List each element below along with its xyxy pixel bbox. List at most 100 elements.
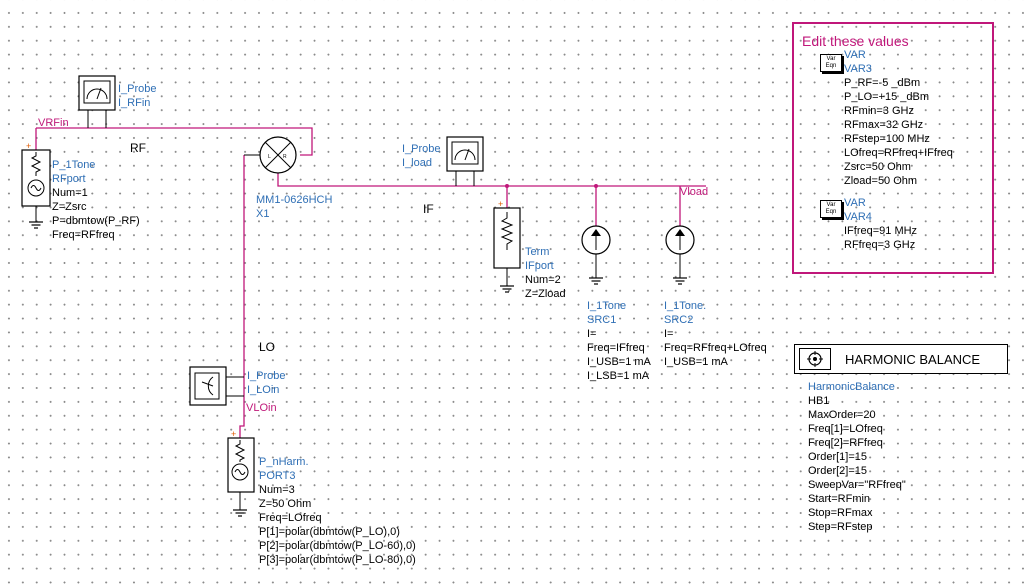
hb-param: MaxOrder=20 bbox=[808, 409, 876, 421]
src1-type: I_1Tone bbox=[587, 300, 627, 312]
term-name: IFport bbox=[525, 260, 554, 272]
rf-port-symbol[interactable]: + bbox=[21, 141, 51, 229]
src2-label: I_1Tone. SRC2 I= Freq=RFfreq+LOfreq I_US… bbox=[664, 299, 767, 369]
hb-param: Order[1]=15 bbox=[808, 451, 868, 463]
term-symbol[interactable]: + bbox=[493, 199, 521, 293]
svg-text:+: + bbox=[231, 429, 236, 439]
edit-values-title: Edit these values bbox=[802, 33, 909, 49]
src1-name: SRC1 bbox=[587, 314, 617, 326]
lo-port-type: P_nHarm. bbox=[259, 456, 309, 468]
rf-port-param: Freq=RFfreq bbox=[52, 229, 115, 241]
wire-lo-port bbox=[239, 402, 245, 438]
rf-port-label: P_1Tone RFport Num=1 Z=Zsrc P=dbmtow(P_R… bbox=[52, 158, 140, 242]
src1-param: Freq=IFfreq bbox=[587, 342, 645, 354]
probe-load-label: I_Probe I_load bbox=[402, 142, 441, 170]
var3-type: VAR bbox=[844, 49, 866, 61]
rf-port-param: Num=1 bbox=[52, 187, 88, 199]
mixer-type: MM1-0626HCH bbox=[256, 194, 333, 206]
probe-rfin-type: I_Probe bbox=[118, 83, 157, 95]
src1-param: I= bbox=[587, 328, 597, 340]
probe-loin-type: I_Probe bbox=[247, 370, 286, 382]
probe-loin-label: I_Probe I_LOin bbox=[247, 369, 286, 397]
src2-name: SRC2 bbox=[664, 314, 694, 326]
var4-param: IFfreq=91 MHz bbox=[844, 225, 918, 237]
term-param: Z=Zload bbox=[525, 288, 566, 300]
lo-port-param: P[2]=polar(dbmtow(P_LO-60),0) bbox=[259, 540, 416, 552]
var4-block[interactable]: VAR VAR4 IFfreq=91 MHz RFfreq=3 GHz bbox=[844, 196, 917, 252]
src1-label: I_1Tone SRC1 I= Freq=IFfreq I_USB=1 mA I… bbox=[587, 299, 651, 383]
hb-name: HB1 bbox=[808, 395, 830, 407]
harmonic-balance-header[interactable]: HARMONIC BALANCE bbox=[794, 344, 1008, 374]
probe-rfin-symbol[interactable] bbox=[78, 75, 116, 128]
svg-text:+: + bbox=[26, 141, 31, 151]
probe-loin-name: I_LOin bbox=[247, 384, 280, 396]
rf-port-name: RFport bbox=[52, 173, 86, 185]
hb-param: Stop=RFmax bbox=[808, 507, 873, 519]
hb-param: Freq[2]=RFfreq bbox=[808, 437, 883, 449]
lo-port-name: PORT3 bbox=[259, 470, 296, 482]
var3-param: RFstep=100 MHz bbox=[844, 133, 930, 145]
junctions bbox=[505, 184, 598, 188]
mixer-name: X1 bbox=[256, 208, 270, 220]
net-label-vloin: VLOin bbox=[246, 402, 277, 414]
mixer-label: MM1-0626HCH X1 bbox=[256, 193, 332, 221]
lo-port-symbol[interactable]: + bbox=[227, 429, 255, 517]
lo-port-param: P[1]=polar(dbmtow(P_LO),0) bbox=[259, 526, 400, 538]
harmonic-balance-block[interactable]: HarmonicBalance HB1 MaxOrder=20 Freq[1]=… bbox=[808, 380, 906, 534]
svg-text:L: L bbox=[268, 154, 271, 160]
var3-param: RFmin=3 GHz bbox=[844, 105, 914, 117]
src1-param: I_LSB=1 mA bbox=[587, 370, 650, 382]
svg-text:+: + bbox=[498, 199, 503, 209]
probe-loin-symbol[interactable] bbox=[189, 366, 244, 406]
probe-rfin-label: I_Probe I_RFin bbox=[118, 82, 157, 110]
rf-port-param: Z=Zsrc bbox=[52, 201, 87, 213]
src2-param: I_USB=1 mA bbox=[664, 356, 728, 368]
rf-port-type: P_1Tone bbox=[52, 159, 96, 171]
lo-port-param: Z=50 Ohm bbox=[259, 498, 312, 510]
wire-rf-in bbox=[36, 127, 313, 156]
hb-param: Order[2]=15 bbox=[808, 465, 868, 477]
mixer-symbol[interactable]: R L bbox=[244, 136, 297, 174]
harmonic-balance-icon bbox=[799, 348, 831, 370]
lo-port-param: P[3]=polar(dbmtow(P_LO-80),0) bbox=[259, 554, 416, 566]
var3-param: LOfreq=RFfreq+IFfreq bbox=[844, 147, 953, 159]
var3-param: P_LO=+15 _dBm bbox=[844, 91, 930, 103]
rf-port-param: P=dbmtow(P_RF) bbox=[52, 215, 140, 227]
var4-name: VAR4 bbox=[844, 211, 872, 223]
hb-type: HarmonicBalance bbox=[808, 381, 895, 393]
net-label-if: IF bbox=[423, 202, 434, 216]
lo-port-param: Freq=LOfreq bbox=[259, 512, 322, 524]
term-label: Term IFport Num=2 Z=Zload bbox=[525, 245, 566, 301]
wire-if bbox=[277, 170, 706, 187]
var3-param: RFmax=32 GHz bbox=[844, 119, 924, 131]
var4-param: RFfreq=3 GHz bbox=[844, 239, 916, 251]
hb-param: SweepVar="RFfreq" bbox=[808, 479, 906, 491]
probe-load-type: I_Probe bbox=[402, 143, 441, 155]
src1-param: I_USB=1 mA bbox=[587, 356, 651, 368]
net-label-vrfin: VRFin bbox=[38, 117, 69, 129]
src2-param: I= bbox=[664, 328, 674, 340]
net-label-lo: LO bbox=[259, 340, 276, 354]
src2-symbol[interactable] bbox=[665, 225, 695, 285]
src2-type: I_1Tone. bbox=[664, 300, 707, 312]
var3-name: VAR3 bbox=[844, 63, 872, 75]
src2-param: Freq=RFfreq+LOfreq bbox=[664, 342, 767, 354]
var3-param: Zload=50 Ohm bbox=[844, 175, 918, 187]
var3-block[interactable]: VAR VAR3 P_RF=-5 _dBm P_LO=+15 _dBm RFmi… bbox=[844, 48, 953, 188]
probe-load-name: I_load bbox=[402, 157, 432, 169]
probe-rfin-name: I_RFin bbox=[118, 97, 151, 109]
var3-param: P_RF=-5 _dBm bbox=[844, 77, 921, 89]
wires bbox=[35, 127, 706, 438]
harmonic-balance-title: HARMONIC BALANCE bbox=[845, 352, 981, 367]
term-type: Term bbox=[525, 246, 550, 258]
net-label-vload: Vload bbox=[680, 186, 709, 198]
svg-text:R: R bbox=[283, 154, 287, 160]
src1-symbol[interactable] bbox=[581, 225, 611, 285]
hb-param: Start=RFmin bbox=[808, 493, 871, 505]
probe-load-symbol[interactable] bbox=[446, 136, 484, 186]
lo-port-label: P_nHarm. PORT3 Num=3 Z=50 Ohm Freq=LOfre… bbox=[259, 455, 416, 567]
